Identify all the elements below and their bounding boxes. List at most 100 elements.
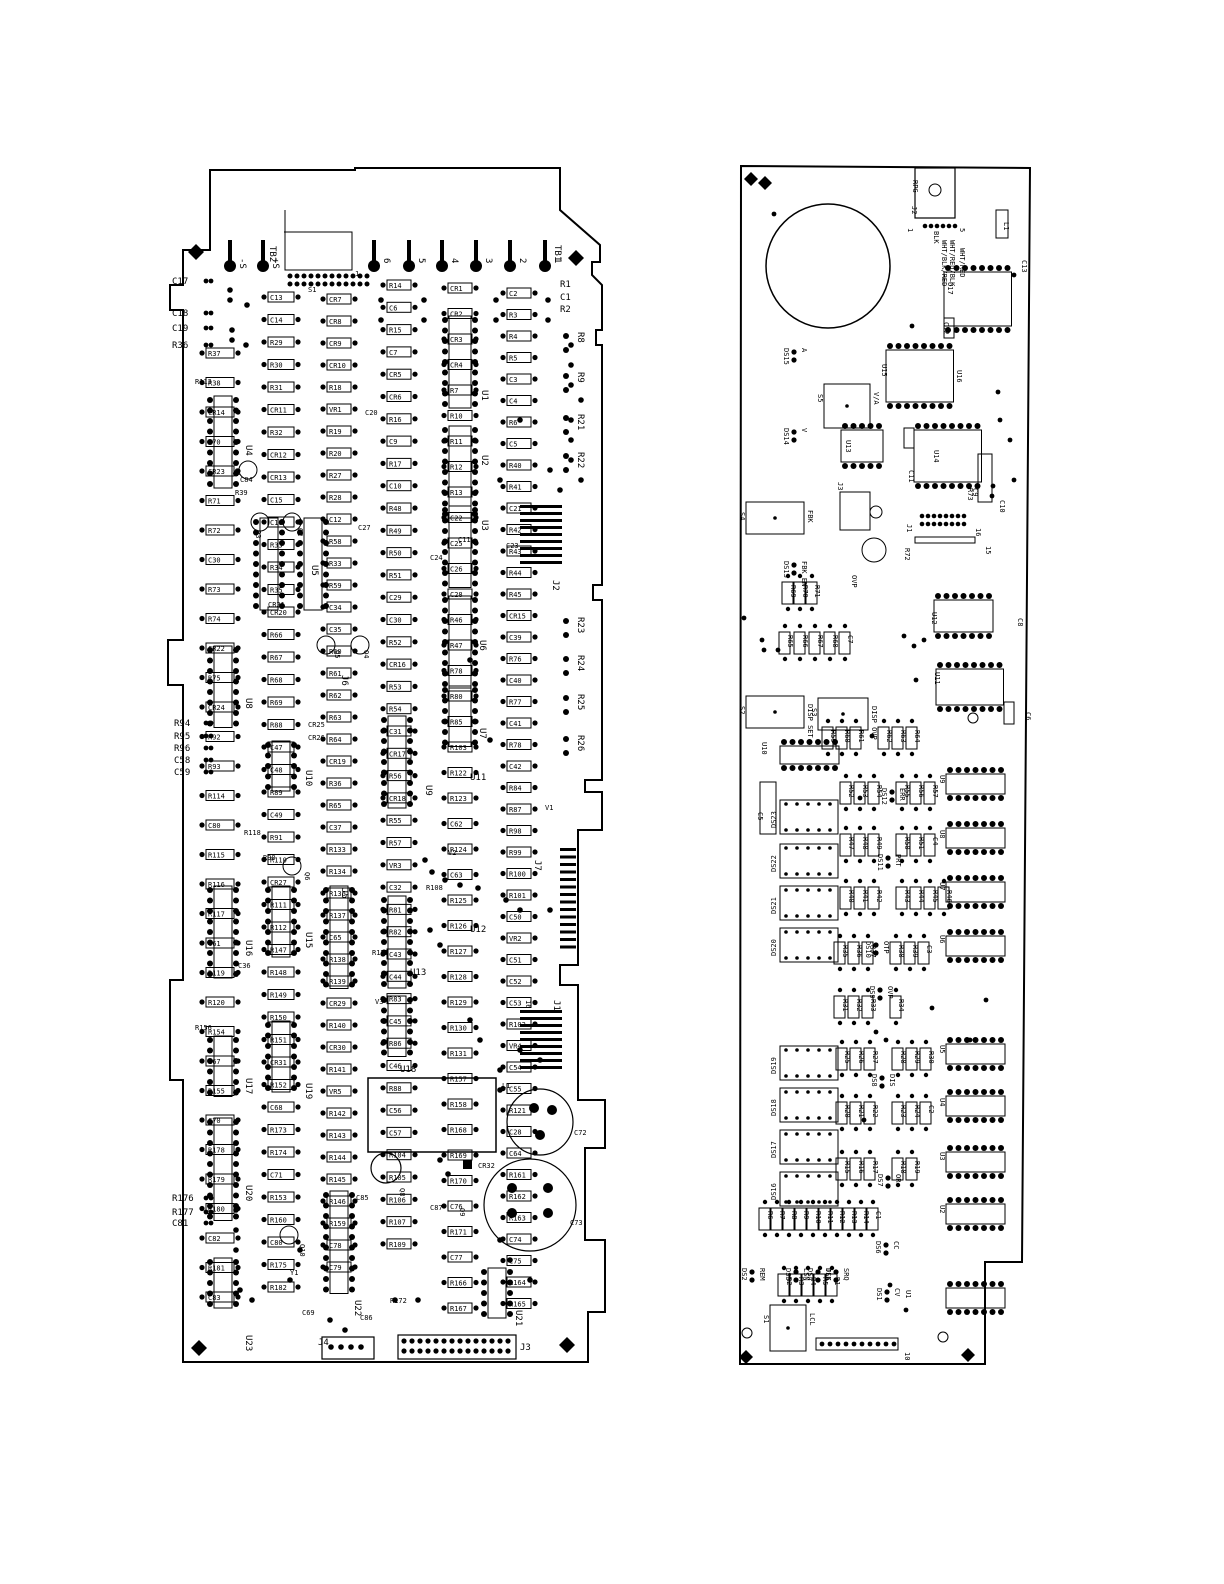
ic-pin — [207, 449, 213, 456]
pad — [433, 1348, 439, 1354]
via — [237, 1287, 243, 1293]
pad — [500, 376, 506, 382]
terminal-pad — [539, 260, 551, 272]
pad — [352, 1066, 358, 1072]
misc-label: R113 — [195, 378, 212, 386]
resistor-label: C30 — [389, 617, 402, 625]
resistor-label: R4 — [809, 1277, 817, 1285]
pad — [532, 1214, 538, 1221]
ic-body — [913, 429, 982, 483]
ic-pin — [442, 348, 448, 355]
ic-pin — [932, 423, 938, 429]
pad — [784, 1048, 788, 1052]
indicator-id: DS5 — [824, 1268, 832, 1281]
ic-body — [387, 895, 407, 989]
ic-pin — [265, 1043, 271, 1049]
pad — [199, 969, 205, 976]
resistor-label: R55 — [389, 817, 402, 825]
ic-pin — [921, 403, 927, 409]
via — [243, 342, 249, 348]
via — [527, 1277, 533, 1283]
pad — [320, 1044, 326, 1050]
ic-pin — [981, 1065, 987, 1071]
pad — [261, 901, 267, 908]
via — [442, 877, 448, 883]
ic-pin — [233, 971, 239, 977]
ic-pin — [207, 1269, 213, 1276]
pad — [295, 834, 301, 840]
resistor-label: R67 — [816, 635, 824, 648]
resistor-label: C55 — [509, 1086, 522, 1094]
c73-pad-1 — [507, 1183, 517, 1193]
ic-pin — [998, 1117, 1004, 1123]
ic-pin — [349, 1244, 355, 1251]
resistor-label: C39 — [509, 634, 522, 642]
resistor-body — [842, 1207, 855, 1231]
pad — [865, 933, 871, 939]
pad — [203, 310, 209, 316]
pad — [857, 773, 863, 779]
ic-pin — [998, 1225, 1004, 1231]
resistor-body — [447, 843, 473, 855]
ic-pin — [233, 397, 239, 403]
resistor-label: C71 — [270, 1172, 283, 1180]
resistor-body — [506, 330, 532, 342]
ic-pin — [442, 437, 448, 444]
ic-pin — [915, 483, 921, 489]
resistor-body — [326, 711, 352, 723]
ic-body — [213, 885, 233, 979]
resistor-body — [447, 512, 473, 523]
pad — [199, 1176, 205, 1182]
resistor-label: R15 — [389, 327, 402, 335]
ic-pin — [850, 463, 857, 469]
resistor-body — [326, 359, 352, 371]
via — [761, 647, 767, 653]
resistor-body — [919, 1101, 932, 1125]
ic-pin — [986, 633, 992, 639]
pad — [199, 999, 205, 1005]
mount-diamond-top-left — [188, 244, 204, 260]
pad — [295, 1014, 301, 1020]
ic-pin — [998, 903, 1004, 909]
ic-pin — [253, 519, 259, 525]
resistor-label: R27 — [329, 472, 342, 480]
pad — [261, 1014, 267, 1020]
resistor-body — [205, 465, 235, 477]
pin-number: 5 — [958, 228, 966, 232]
resistor-body — [267, 854, 295, 865]
via — [297, 1247, 303, 1253]
resistor-body — [794, 1207, 807, 1231]
pad — [934, 223, 940, 229]
ic-body — [329, 1190, 349, 1294]
resistor-body — [506, 373, 532, 385]
ic-pin — [955, 875, 962, 881]
pin-number: 1 — [906, 228, 914, 232]
ic-pin — [947, 1037, 953, 1043]
resistor-label: R141 — [329, 1066, 346, 1074]
ic-pin — [233, 1037, 239, 1043]
via — [990, 483, 996, 489]
resistor-body — [326, 491, 352, 503]
resistor-body — [447, 563, 473, 574]
ic-pin — [349, 960, 355, 967]
resistor-body — [506, 975, 532, 987]
resistor-label: C7 — [389, 349, 397, 357]
resistor-label: R165 — [509, 1301, 526, 1309]
resistor-label: R114 — [208, 793, 225, 801]
ic-pin — [859, 463, 865, 469]
terminal-pad — [403, 260, 415, 272]
switch-id: S4 — [738, 512, 746, 520]
ic-pin — [233, 481, 239, 487]
ic-pin — [442, 507, 448, 513]
resistor-label: R83 — [389, 996, 402, 1004]
resistor-label: R56 — [389, 773, 402, 781]
resistor-body — [506, 674, 532, 686]
mount-diamond-bottom-right — [559, 1337, 575, 1353]
via — [457, 882, 463, 888]
pad — [208, 278, 214, 284]
pad — [828, 828, 832, 832]
pad — [927, 858, 933, 864]
ic-body — [945, 935, 1006, 957]
ic-pin — [381, 939, 387, 945]
ic-pin — [323, 529, 329, 536]
